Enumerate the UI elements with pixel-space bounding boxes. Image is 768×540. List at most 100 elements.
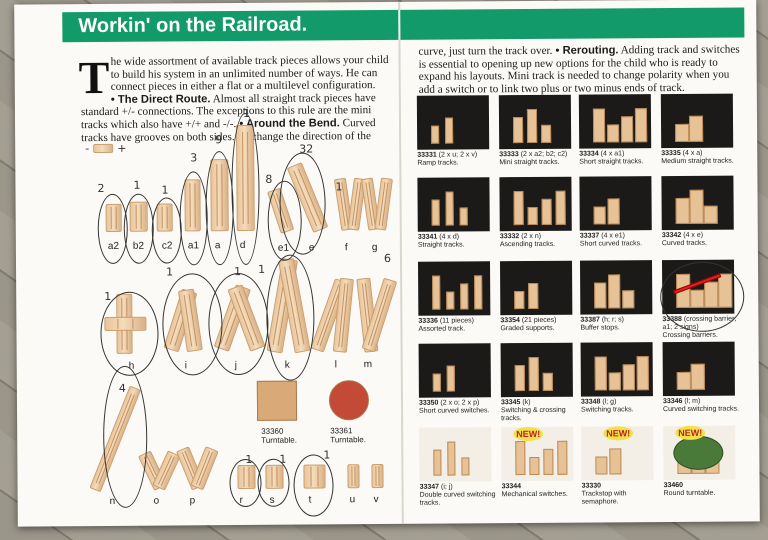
- track-piece: [608, 274, 621, 309]
- track-piece: [675, 197, 690, 224]
- product-caption: 33346 (l; m)Curved switching tracks.: [663, 398, 745, 415]
- product-image: [578, 94, 652, 149]
- square-turntable: [256, 380, 298, 421]
- product-spec: (2 x n): [521, 232, 542, 241]
- track-piece: [594, 356, 607, 391]
- text-span: Curved: [339, 117, 376, 130]
- product-description: Short straight tracks.: [579, 158, 644, 166]
- track-piece: [528, 282, 539, 310]
- handwritten-number: 1: [323, 448, 331, 462]
- turntable-disc: [673, 435, 724, 471]
- track-piece: [371, 464, 384, 489]
- product-image: [499, 176, 572, 232]
- product-description: Medium straight tracks.: [661, 157, 734, 166]
- piece-letter-f: f: [344, 242, 348, 254]
- track-piece: [347, 464, 360, 489]
- track-groove: [375, 466, 380, 486]
- product-spec: (k): [522, 399, 531, 407]
- track-piece: [689, 189, 704, 224]
- track-piece: [593, 206, 606, 225]
- track-groove: [157, 455, 176, 486]
- title-banner: Workin' on the Railroad.: [62, 7, 745, 43]
- track-piece: [592, 108, 606, 143]
- track-piece: [445, 191, 454, 226]
- product-image: [662, 341, 735, 397]
- product-image: [580, 342, 653, 397]
- product-caption: 33345 (k)Switching & crossing tracks.: [501, 399, 583, 424]
- product-spec: (4 x a): [682, 149, 703, 157]
- product-image: [579, 176, 652, 231]
- track-piece: [527, 206, 538, 226]
- track-piece: [433, 449, 442, 476]
- track-piece: [447, 441, 456, 476]
- hand-drawn-circle: [293, 454, 334, 517]
- text-line: expand his layouts. Mini track is needed…: [418, 68, 730, 83]
- track-piece: [446, 291, 455, 310]
- track-piece: [542, 372, 553, 391]
- hand-drawn-circle: [179, 171, 209, 266]
- track-piece: [688, 115, 704, 142]
- product-number: 33332: [499, 233, 522, 241]
- product-number: 33348: [580, 398, 603, 406]
- track-piece: [374, 177, 393, 231]
- track-groove: [351, 182, 362, 227]
- piece-letter-m: m: [363, 359, 373, 371]
- product-number: 33354: [500, 317, 522, 325]
- product-image: [660, 93, 734, 149]
- text-span: Almost all straight track pieces have: [210, 91, 376, 106]
- track-piece: [459, 207, 468, 226]
- product-description: Curved switching tracks.: [663, 405, 739, 414]
- track-piece: [557, 440, 568, 475]
- product-number: 33336: [418, 317, 440, 325]
- heading-direct-route: • The Direct Route.: [110, 93, 211, 106]
- track-piece: [432, 373, 441, 392]
- handwritten-number: 1: [104, 289, 112, 303]
- product-caption: 33347 (i; j)Double curved switching trac…: [420, 483, 502, 508]
- product-description: Graded supports.: [500, 324, 555, 333]
- product-description: Ramp tracks.: [417, 159, 459, 167]
- handwritten-number: 1: [234, 265, 242, 279]
- piece-letter-u: u: [349, 494, 356, 506]
- product-number: 33342: [661, 231, 684, 240]
- hand-drawn-circle: [205, 151, 235, 266]
- track-piece: [609, 448, 622, 475]
- product-number: 33347: [419, 483, 442, 491]
- track-piece: [620, 116, 634, 143]
- track-groove: [337, 283, 349, 348]
- product-spec: (l; g): [602, 398, 617, 406]
- product-image: [417, 261, 491, 316]
- product-caption: 33460 Round turntable.: [664, 482, 746, 499]
- product-number: 33333: [499, 151, 521, 159]
- track-piece: [528, 356, 539, 392]
- product-description: Crossing barriers.: [662, 331, 718, 340]
- product-caption: 33330 Trackstop with semaphore.: [582, 482, 664, 507]
- track-piece: [690, 363, 705, 390]
- product-spec: (4 x e1): [601, 232, 625, 240]
- product-number: 33346: [662, 397, 685, 406]
- piece-letter-g: g: [371, 242, 378, 254]
- product-caption: 33348 (l; g)Switching tracks.: [581, 398, 663, 415]
- handwritten-number: 1: [279, 452, 287, 466]
- product-description: Short curved switches.: [419, 407, 490, 415]
- product-description: Curved tracks.: [661, 239, 708, 248]
- hand-drawn-circle: [660, 261, 745, 333]
- turntable-name: Turntable.: [261, 435, 298, 445]
- text-span: Adding track and switches: [618, 43, 740, 57]
- product-caption: 33341 (4 x d)Straight tracks.: [418, 233, 500, 250]
- product-spec: (h; r; s): [601, 316, 625, 324]
- track-piece: [460, 283, 469, 310]
- product-caption: 33342 (4 x e)Curved tracks.: [662, 232, 744, 249]
- product-spec: (4 x d): [439, 233, 460, 241]
- product-caption: 33350 (2 x o; 2 x p)Short curved switche…: [419, 399, 501, 416]
- handwritten-number: 1: [161, 183, 169, 197]
- handwritten-number: 1: [133, 178, 141, 192]
- product-caption: 33336 (11 pieces)Assorted track.: [418, 317, 500, 334]
- handwritten-number: 8: [265, 172, 273, 186]
- banner-gap: [398, 9, 401, 40]
- handwritten-number: 1: [166, 265, 174, 279]
- product-caption: 33334 (4 x a1)Short straight tracks.: [579, 150, 661, 167]
- product-number: 33331: [417, 151, 439, 159]
- product-description: Trackstop with semaphore.: [581, 490, 627, 506]
- product-spec: (l; m): [684, 397, 701, 405]
- product-image: [417, 177, 490, 232]
